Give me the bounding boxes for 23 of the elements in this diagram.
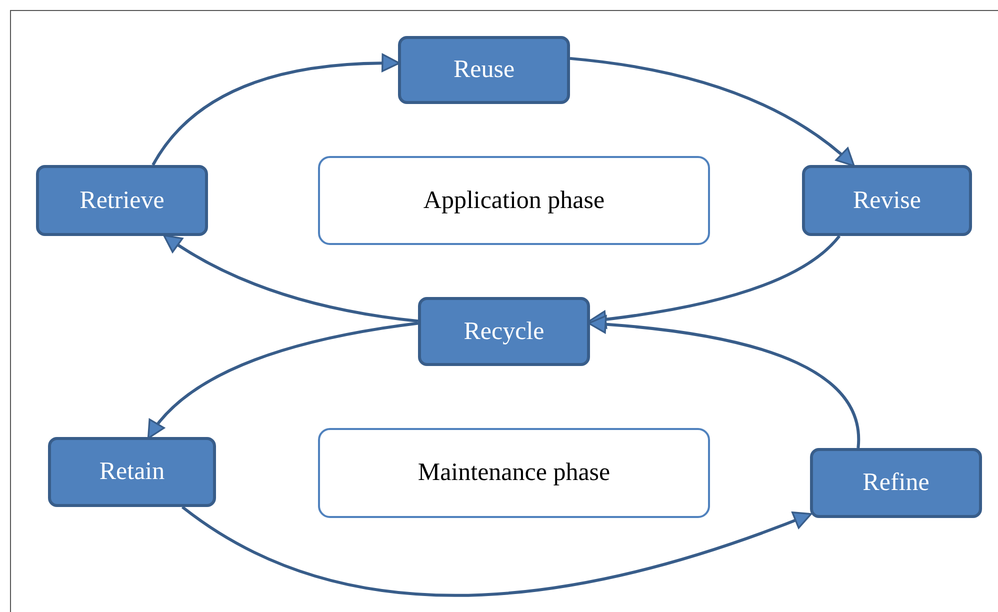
step-box <box>48 437 216 507</box>
curved-arrow <box>182 506 812 597</box>
step-label: Maintenance phase <box>418 459 610 487</box>
step-box <box>418 297 590 366</box>
step-label: Recycle <box>464 318 544 346</box>
step-label: Retrieve <box>80 186 164 214</box>
step-label: Reuse <box>453 56 515 84</box>
step-label: Application phase <box>423 186 605 214</box>
curved-arrow <box>588 235 841 328</box>
phase-box <box>318 428 710 518</box>
curved-arrow <box>164 234 418 323</box>
curved-arrow <box>570 56 854 166</box>
curved-arrow <box>152 54 400 166</box>
phase-box <box>318 156 710 245</box>
curved-arrow <box>588 316 860 448</box>
curved-arrow <box>148 322 418 438</box>
step-label: Retain <box>99 458 165 486</box>
step-label: Refine <box>862 469 930 497</box>
step-box <box>398 36 570 104</box>
step-box <box>36 165 208 236</box>
step-label: Revise <box>852 186 922 214</box>
step-box <box>802 165 972 236</box>
step-box <box>810 448 982 518</box>
